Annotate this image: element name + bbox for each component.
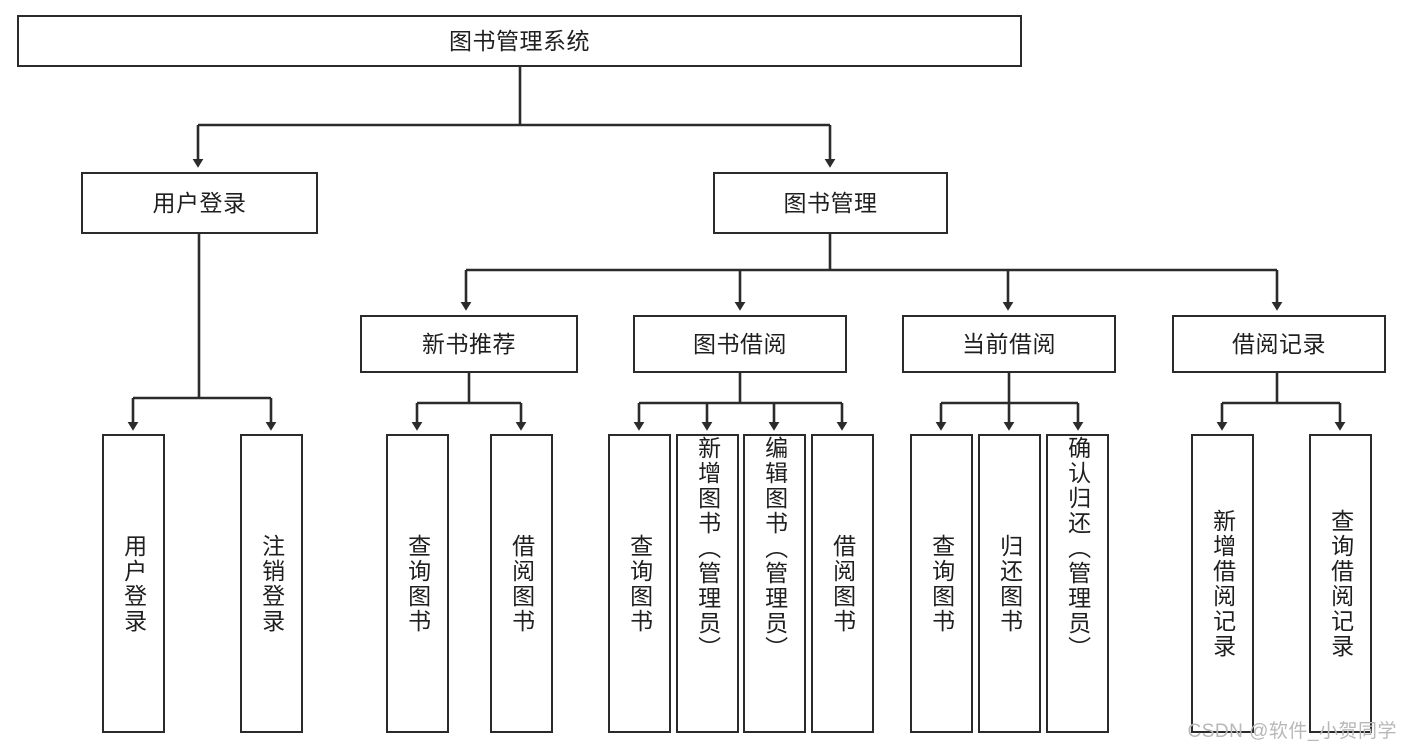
node-current-borrow[interactable]: 当前借阅 bbox=[902, 315, 1116, 373]
node-label: 新书推荐 bbox=[422, 330, 516, 357]
leaf-book-borrow-borrow-book[interactable]: 借阅图书 bbox=[811, 434, 874, 733]
leaf-book-borrow-query-book[interactable]: 查询图书 bbox=[608, 434, 671, 733]
node-label: 新增借阅记录 bbox=[1209, 508, 1236, 659]
leaf-new-book-borrow-book[interactable]: 借阅图书 bbox=[490, 434, 553, 733]
node-label: 确认归还（管理员） bbox=[1064, 436, 1091, 661]
node-label: 图书借阅 bbox=[693, 330, 787, 357]
node-book-borrow[interactable]: 图书借阅 bbox=[633, 315, 847, 373]
node-label: 新增图书（管理员） bbox=[694, 436, 721, 661]
leaf-book-borrow-edit-book-admin[interactable]: 编辑图书（管理员） bbox=[743, 434, 806, 733]
node-user-login[interactable]: 用户登录 bbox=[81, 172, 318, 234]
node-label: 查询图书 bbox=[928, 533, 955, 634]
csdn-watermark: CSDN @软件_小贺同学 bbox=[1187, 721, 1397, 742]
node-book-management[interactable]: 图书管理 bbox=[713, 172, 948, 234]
leaf-book-borrow-add-book-admin[interactable]: 新增图书（管理员） bbox=[676, 434, 739, 733]
leaf-current-borrow-query-book[interactable]: 查询图书 bbox=[910, 434, 973, 733]
node-label: 查询图书 bbox=[404, 533, 431, 634]
node-label: 查询借阅记录 bbox=[1327, 508, 1354, 659]
leaf-new-book-query-book[interactable]: 查询图书 bbox=[386, 434, 449, 733]
node-label: 借阅图书 bbox=[829, 533, 856, 634]
leaf-current-borrow-confirm-return-admin[interactable]: 确认归还（管理员） bbox=[1046, 434, 1109, 733]
node-new-book-recommend[interactable]: 新书推荐 bbox=[360, 315, 578, 373]
leaf-borrow-record-add-record[interactable]: 新增借阅记录 bbox=[1191, 434, 1254, 733]
node-root-book-management-system[interactable]: 图书管理系统 bbox=[17, 15, 1022, 67]
node-label: 归还图书 bbox=[996, 533, 1023, 634]
node-label: 查询图书 bbox=[626, 533, 653, 634]
node-borrow-record[interactable]: 借阅记录 bbox=[1172, 315, 1386, 373]
node-label: 注销登录 bbox=[258, 533, 285, 634]
node-label: 用户登录 bbox=[120, 533, 147, 634]
node-label: 用户登录 bbox=[152, 189, 247, 216]
node-label: 编辑图书（管理员） bbox=[761, 436, 788, 661]
leaf-current-borrow-return-book[interactable]: 归还图书 bbox=[978, 434, 1041, 733]
node-label: 图书管理系统 bbox=[449, 27, 590, 54]
node-label: 当前借阅 bbox=[962, 330, 1056, 357]
node-label: 借阅图书 bbox=[508, 533, 535, 634]
leaf-borrow-record-query-record[interactable]: 查询借阅记录 bbox=[1309, 434, 1372, 733]
leaf-user-login-login[interactable]: 用户登录 bbox=[102, 434, 165, 733]
node-label: 借阅记录 bbox=[1232, 330, 1326, 357]
node-label: 图书管理 bbox=[783, 189, 878, 216]
leaf-user-login-logout[interactable]: 注销登录 bbox=[240, 434, 303, 733]
